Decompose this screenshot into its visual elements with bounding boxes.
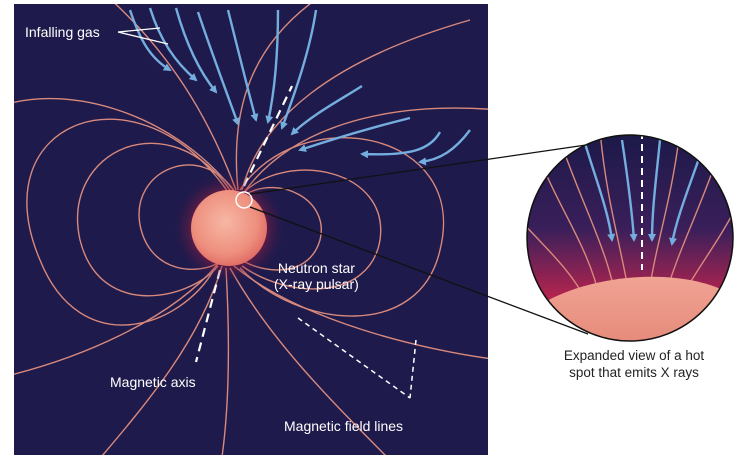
infalling-gas-arrows (128, 7, 471, 166)
neutron-star-label-line2: (X-ray pulsar) (274, 276, 359, 292)
infalling-gas-label: Infalling gas (25, 24, 100, 40)
infalling-gas-pointer (117, 27, 169, 45)
hot-spot-marker (235, 191, 253, 209)
inset-connector-lines (249, 144, 589, 335)
neutron-star (191, 190, 267, 266)
magnetic-axis-line (194, 85, 293, 363)
expanded-hot-spot-view (527, 135, 733, 341)
inset-outline (526, 134, 734, 342)
neutron-star-label-line1: Neutron star (277, 260, 355, 276)
magnetic-axis-label: Magnetic axis (110, 374, 196, 390)
neutron-star-label: Neutron star (X-ray pulsar) (274, 260, 359, 292)
expanded-view-caption: Expanded view of a hot spot that emits X… (534, 347, 734, 381)
expanded-view-caption-line2: spot that emits X rays (569, 365, 699, 380)
magnetic-field-lines-label: Magnetic field lines (284, 418, 404, 434)
magnetic-field-lines (14, 4, 488, 455)
field-lines-pointer (297, 317, 417, 399)
expanded-view-caption-line1: Expanded view of a hot (563, 348, 705, 363)
